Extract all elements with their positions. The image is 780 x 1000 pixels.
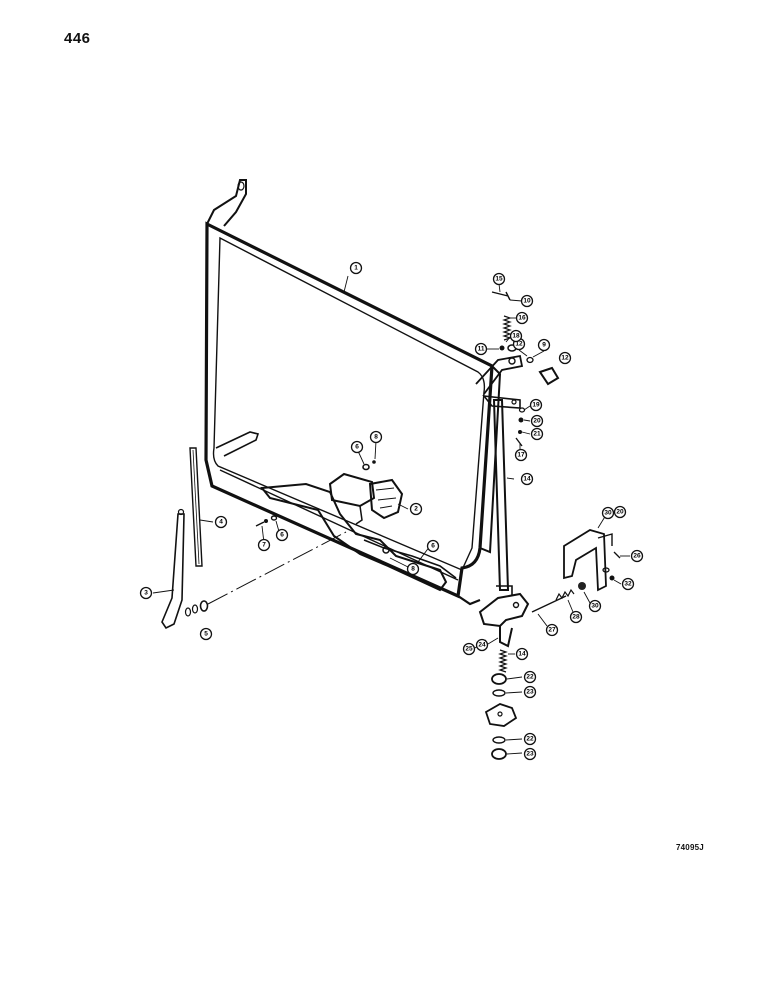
inner-bracket [215,431,260,457]
wiper-motor [328,472,404,525]
callout-ref-19: 19 [529,398,543,412]
callout-ref-8a: 8 [369,430,383,444]
page-number: 446 [64,30,91,47]
callout-ref-24: 24 [475,638,489,652]
callout-ref-32: 32 [621,577,635,591]
spring-rod [531,582,586,613]
linkage-pivot [382,546,390,554]
callout-ref-7-label: 7 [262,542,266,549]
callout-ref-21-label: 21 [533,431,541,438]
callout-ref-17-label: 17 [517,452,525,459]
callout-ref-18: 18 [509,329,523,343]
callout-ref-1: 1 [349,261,363,275]
callout-ref-11-label: 11 [478,346,485,353]
callout-ref-5: 5 [199,627,213,641]
assembly-line [207,531,347,605]
callout-ref-6c: 6 [275,528,289,542]
callout-ref-5-label: 5 [204,631,208,638]
callout-ref-8b-label: 8 [411,566,415,573]
callout-ref-14b-label: 14 [518,651,526,658]
shaft-washers [184,600,209,617]
callout-ref-14b: 14 [515,647,529,661]
callout-ref-10: 10 [520,294,534,308]
callout-ref-22b-label: 22 [526,736,534,743]
upper-latch-bracket [475,354,524,395]
callout-ref-18-label: 18 [512,333,520,340]
callout-ref-6c-label: 6 [280,532,284,539]
callout-ref-22b: 22 [523,732,537,746]
callout-ref-3-label: 3 [144,590,148,597]
callout-ref-15: 15 [492,272,506,286]
upper-hardware [499,344,560,447]
callout-ref-16-label: 16 [518,315,526,322]
callout-ref-7: 7 [257,538,271,552]
callout-ref-26: 26 [630,549,644,563]
callout-ref-6a-label: 6 [431,543,435,550]
callout-ref-6b-label: 6 [355,444,359,451]
callout-ref-22a-label: 22 [526,674,534,681]
door-frame [204,221,502,606]
callout-ref-8b: 8 [406,562,420,576]
callout-ref-4: 4 [214,515,228,529]
callout-ref-15-label: 15 [495,276,503,283]
callout-ref-11: 11 [474,342,488,356]
callout-ref-14a-label: 14 [523,476,531,483]
callout-ref-17: 17 [514,448,528,462]
wiper-arm [161,508,185,630]
callout-ref-8a-label: 8 [374,434,378,441]
callout-ref-27-label: 27 [548,627,556,634]
callout-ref-30a: 30 [601,506,615,520]
callout-ref-20a: 20 [530,414,544,428]
upper-hinge-bracket [206,179,247,227]
callout-ref-25: 25 [462,642,476,656]
callout-ref-6b: 6 [350,440,364,454]
callout-ref-6a: 6 [426,539,440,553]
callout-ref-21: 21 [530,427,544,441]
callout-ref-30b: 30 [588,599,602,613]
callout-ref-25-label: 25 [465,646,473,653]
callout-ref-9: 9 [537,338,551,352]
callout-ref-16: 16 [515,311,529,325]
motor-hardware [255,460,376,527]
callout-ref-14a: 14 [520,472,534,486]
callout-ref-27: 27 [545,623,559,637]
wiper-linkage [363,539,457,579]
callout-ref-19-label: 19 [532,402,540,409]
leader-lines [152,275,630,755]
callout-ref-20b: 20 [613,505,627,519]
callout-ref-1-label: 1 [354,265,358,272]
callout-ref-2-label: 2 [414,506,418,513]
callout-ref-4-label: 4 [219,519,223,526]
callout-ref-3: 3 [139,586,153,600]
callout-ref-23a: 23 [523,685,537,699]
callout-ref-10-label: 10 [523,298,531,305]
drawing-number: 74095J [676,843,704,852]
callout-ref-12b-label: 12 [561,355,569,362]
callout-ref-2: 2 [409,502,423,516]
lower-latch [478,585,530,648]
callout-ref-20a-label: 20 [533,418,541,425]
callout-ref-9-label: 9 [542,342,546,349]
upper-spring [491,291,512,341]
callout-ref-23b: 23 [523,747,537,761]
callout-ref-22a: 22 [523,670,537,684]
callout-ref-30a-label: 30 [604,510,612,517]
lower-latch-rod [484,649,518,760]
callout-ref-24-label: 24 [478,642,486,649]
callout-ref-12a-label: 12 [515,341,523,348]
callout-ref-28: 28 [569,610,583,624]
callout-ref-20b-label: 20 [616,509,624,516]
callout-ref-23a-label: 23 [526,689,534,696]
callout-ref-26-label: 26 [633,553,641,560]
callout-ref-23b-label: 23 [526,751,534,758]
wiper-blade [189,447,203,567]
callout-ref-32-label: 32 [624,581,632,588]
hinge-plate [260,482,448,592]
striker-bracket [563,529,621,592]
callout-ref-28-label: 28 [572,614,580,621]
callout-ref-30b-label: 30 [591,603,599,610]
callout-ref-12b: 12 [558,351,572,365]
